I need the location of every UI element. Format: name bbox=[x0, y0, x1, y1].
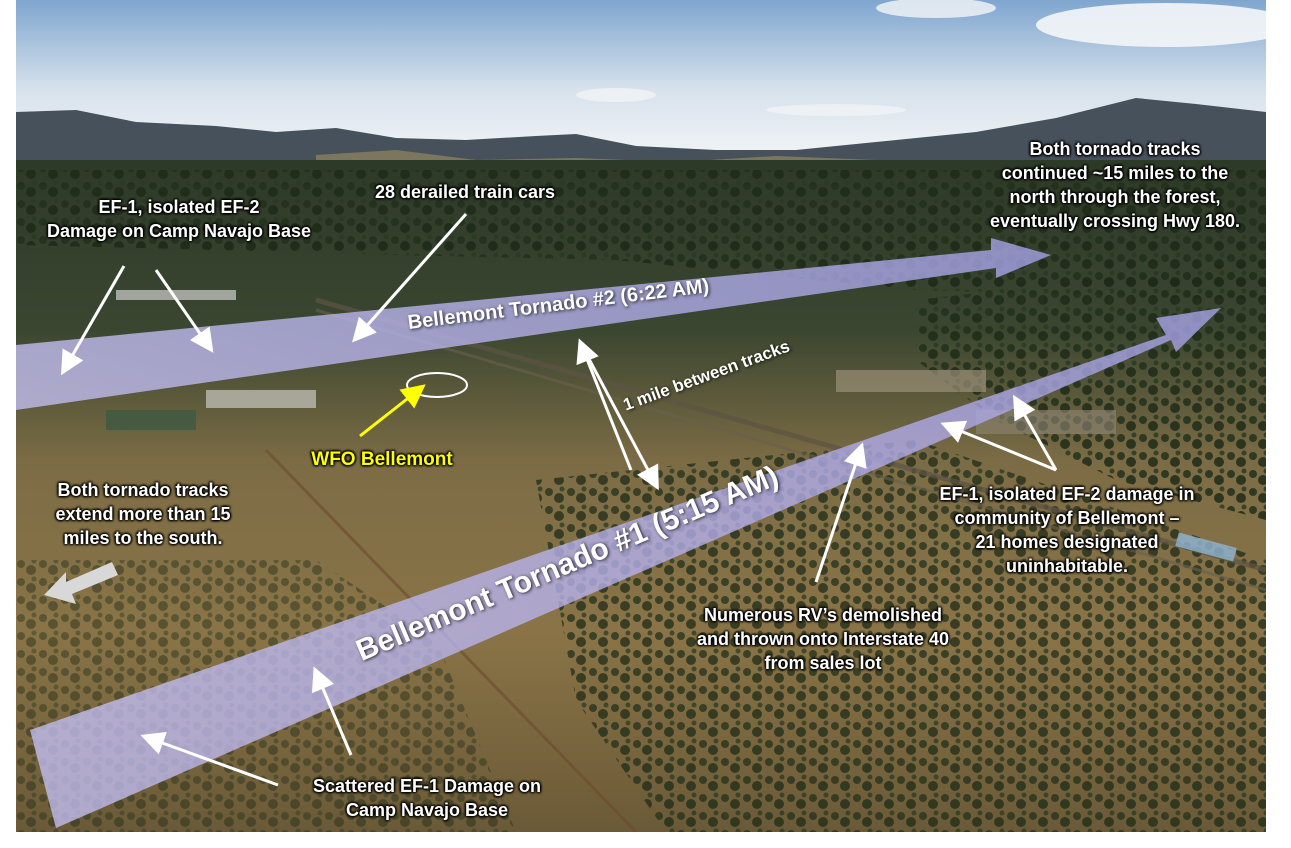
south-tracks-label: Both tornado tracks extend more than 15 … bbox=[55, 480, 231, 548]
north-tracks-label: Both tornado tracks continued ~15 miles … bbox=[989, 139, 1241, 231]
wfo-bellemont-label: WFO Bellemont bbox=[311, 449, 453, 470]
derailed-label: 28 derailed train cars bbox=[374, 182, 556, 202]
aerial-scene bbox=[16, 0, 1266, 832]
camp-navajo-top-label: EF-1, isolated EF-2 Damage on Camp Navaj… bbox=[46, 197, 312, 241]
rv-label: Numerous RV’s demolished and thrown onto… bbox=[696, 605, 950, 673]
aerial-photo: Bellemont Tornado #2 (6:22 AM) Bellemont… bbox=[16, 0, 1266, 832]
camp-navajo-bottom-label: Scattered EF-1 Damage on Camp Navajo Bas… bbox=[312, 776, 542, 820]
bellemont-community-label: EF-1, isolated EF-2 damage in community … bbox=[939, 484, 1195, 576]
